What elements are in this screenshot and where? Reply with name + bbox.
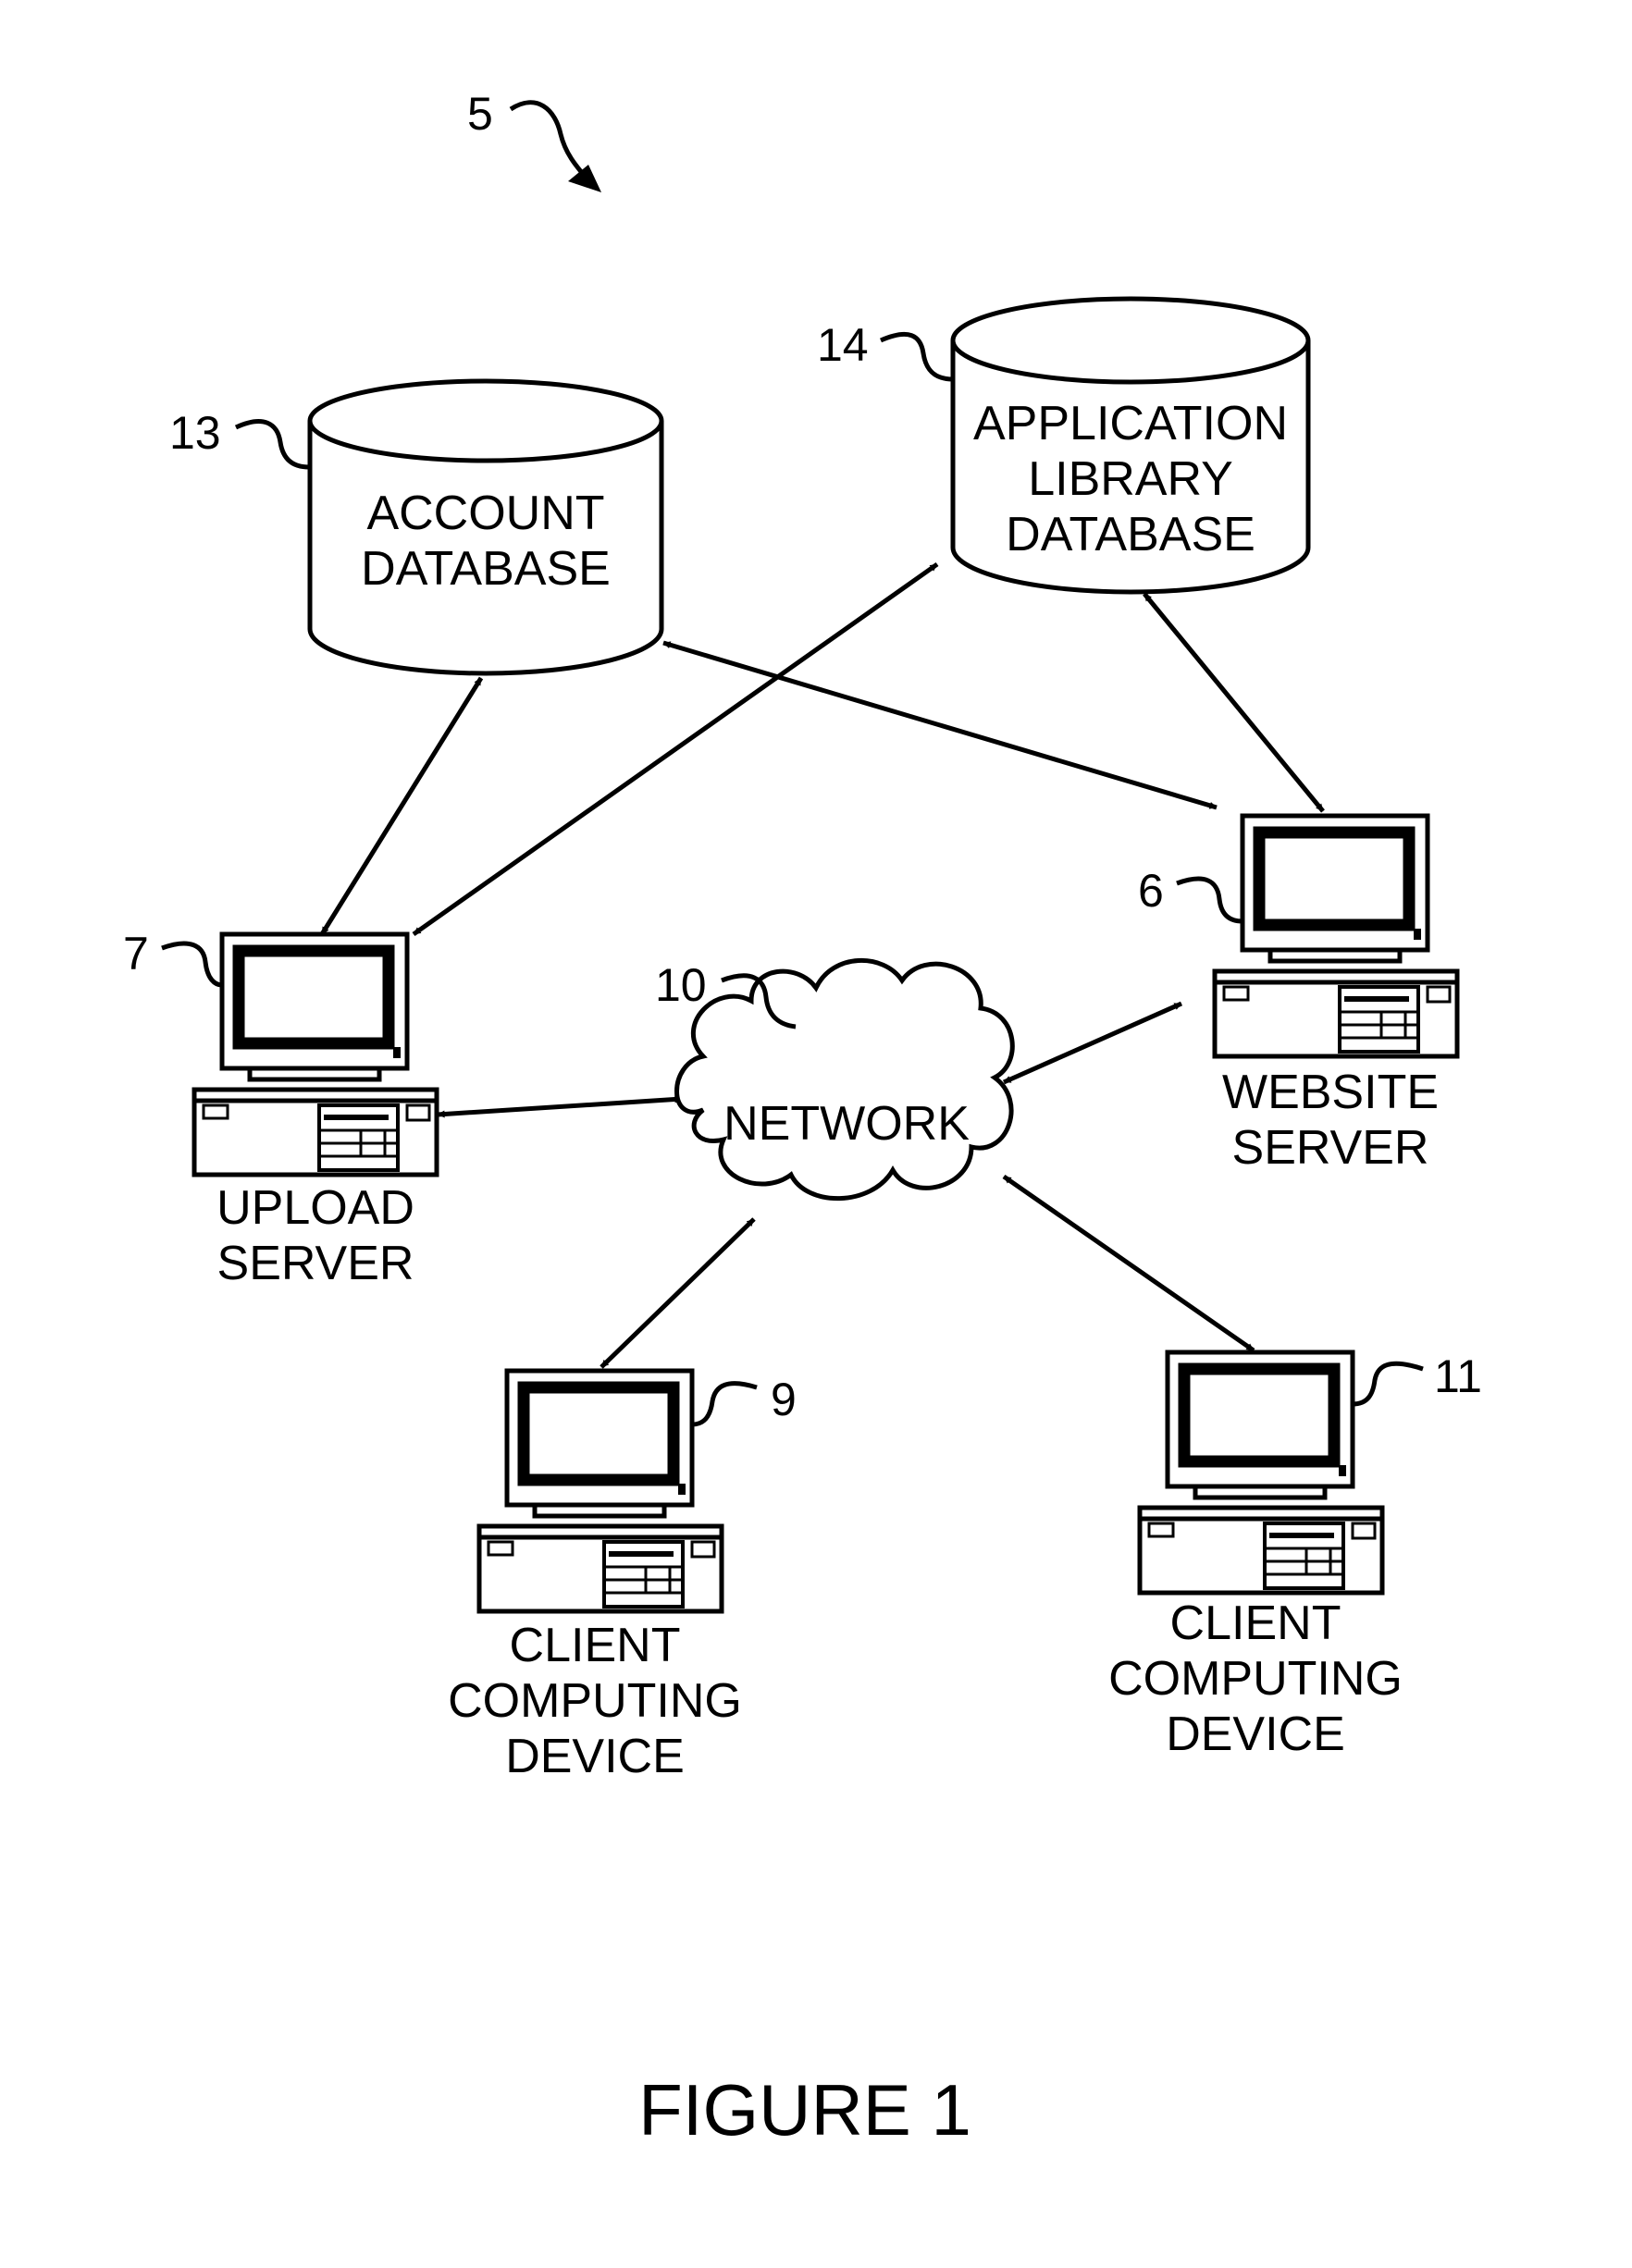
arrow-upload-network: [438, 1099, 682, 1115]
website-server-leader: [1177, 879, 1243, 921]
upload-server-leader: [162, 943, 222, 985]
client1-leader: [692, 1384, 757, 1424]
figure-ref-arrowhead: [568, 165, 601, 192]
upload-server: UPLOAD SERVER 7: [123, 928, 437, 1290]
client2-label-1: CLIENT: [1170, 1596, 1341, 1650]
website-server-ref: 6: [1138, 865, 1164, 917]
account-database: ACCOUNT DATABASE 13: [169, 381, 661, 673]
figure-caption: FIGURE 1: [638, 2069, 971, 2151]
desktop-computer-icon: [479, 1371, 722, 1611]
upload-server-label-2: SERVER: [217, 1237, 414, 1290]
desktop-computer-icon: [194, 934, 437, 1175]
network-label: NETWORK: [723, 1097, 970, 1151]
figure-reference: 5: [467, 88, 601, 192]
website-server: WEBSITE SERVER 6: [1138, 816, 1457, 1175]
network-cloud-icon: [677, 960, 1013, 1198]
account-db-label-1: ACCOUNT: [366, 487, 604, 540]
app-db-label-1: APPLICATION: [973, 397, 1288, 450]
arrow-website-applibrary: [1144, 594, 1323, 811]
client2-ref: 11: [1434, 1350, 1482, 1402]
client1-ref: 9: [771, 1374, 797, 1425]
arrow-client1-network: [601, 1219, 754, 1367]
database-cylinder-top: [310, 381, 661, 461]
desktop-computer-icon: [1215, 816, 1457, 1056]
client1-label-2: COMPUTING: [448, 1674, 742, 1728]
client-computing-device-1: CLIENT COMPUTING DEVICE 9: [448, 1371, 797, 1783]
application-library-database: APPLICATION LIBRARY DATABASE 14: [817, 299, 1308, 592]
account-db-leader: [236, 421, 309, 467]
arrow-upload-account: [322, 678, 481, 934]
website-server-label-2: SERVER: [1232, 1121, 1429, 1175]
arrow-website-account: [663, 643, 1217, 807]
network: NETWORK 10: [655, 959, 1012, 1199]
client1-label-3: DEVICE: [505, 1730, 685, 1783]
database-cylinder-top: [953, 299, 1308, 382]
website-server-label-1: WEBSITE: [1222, 1066, 1439, 1119]
connections: [322, 564, 1323, 1367]
desktop-computer-icon: [1140, 1352, 1382, 1593]
client-computing-device-2: CLIENT COMPUTING DEVICE 11: [1108, 1350, 1482, 1761]
client1-label-1: CLIENT: [510, 1619, 681, 1672]
account-db-label-2: DATABASE: [361, 542, 611, 596]
client2-leader: [1353, 1363, 1423, 1404]
app-db-label-3: DATABASE: [1006, 508, 1255, 561]
arrow-website-network: [1004, 1004, 1181, 1082]
upload-server-ref: 7: [123, 928, 149, 980]
app-db-leader: [881, 334, 953, 379]
upload-server-label-1: UPLOAD: [216, 1181, 414, 1235]
network-ref: 10: [655, 959, 707, 1011]
client2-label-3: DEVICE: [1166, 1707, 1345, 1761]
figure-ref-number: 5: [467, 88, 493, 140]
client2-label-2: COMPUTING: [1108, 1652, 1403, 1706]
app-db-ref: 14: [817, 319, 869, 371]
arrow-client2-network: [1004, 1177, 1254, 1350]
account-db-ref: 13: [169, 407, 221, 459]
app-db-label-2: LIBRARY: [1028, 452, 1233, 506]
